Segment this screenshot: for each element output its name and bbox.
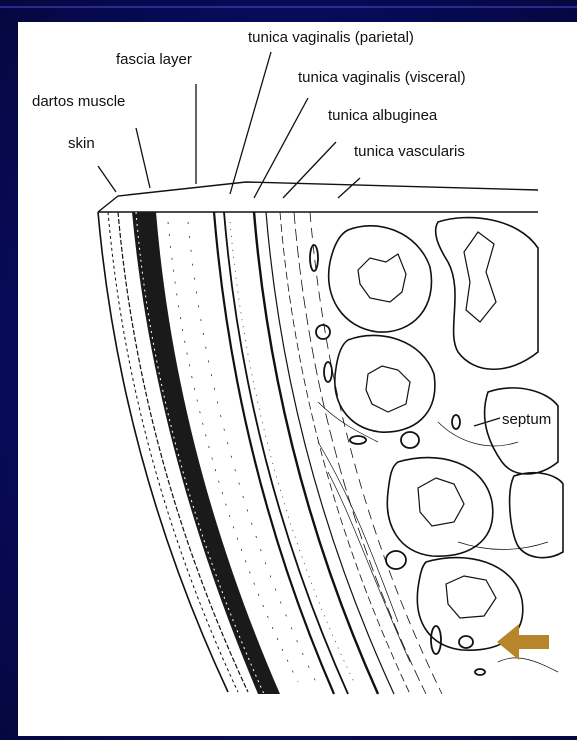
label-skin: skin bbox=[68, 135, 95, 152]
leader-dartos-muscle bbox=[136, 128, 150, 188]
tissue-layers-illustration: tunica vaginalis (parietal) fascia layer… bbox=[18, 22, 577, 736]
label-tunica-albuginea: tunica albuginea bbox=[328, 107, 438, 124]
label-septum: septum bbox=[502, 411, 551, 428]
leader-tunica-albuginea bbox=[283, 142, 336, 198]
tunica-albuginea bbox=[266, 212, 442, 694]
leader-skin bbox=[98, 166, 116, 192]
leader-septum bbox=[474, 418, 500, 426]
label-tunica-vaginalis-visceral: tunica vaginalis (visceral) bbox=[298, 69, 466, 86]
label-fascia-layer: fascia layer bbox=[116, 51, 192, 68]
block-outline bbox=[98, 182, 538, 212]
leader-tunica-vaginalis-parietal bbox=[230, 52, 271, 194]
label-tunica-vaginalis-parietal: tunica vaginalis (parietal) bbox=[248, 29, 414, 46]
label-tunica-vascularis: tunica vascularis bbox=[354, 143, 465, 160]
slide-top-rule bbox=[0, 6, 577, 8]
blood-vessels bbox=[310, 245, 485, 675]
left-arrow-icon bbox=[497, 622, 549, 662]
seminiferous-tubules bbox=[329, 218, 563, 651]
leader-tunica-vascularis bbox=[338, 178, 360, 198]
label-dartos-muscle: dartos muscle bbox=[32, 93, 125, 110]
skin-layer bbox=[98, 212, 248, 692]
figure-panel: tunica vaginalis (parietal) fascia layer… bbox=[18, 22, 577, 736]
dartos-muscle-band bbox=[132, 212, 280, 694]
